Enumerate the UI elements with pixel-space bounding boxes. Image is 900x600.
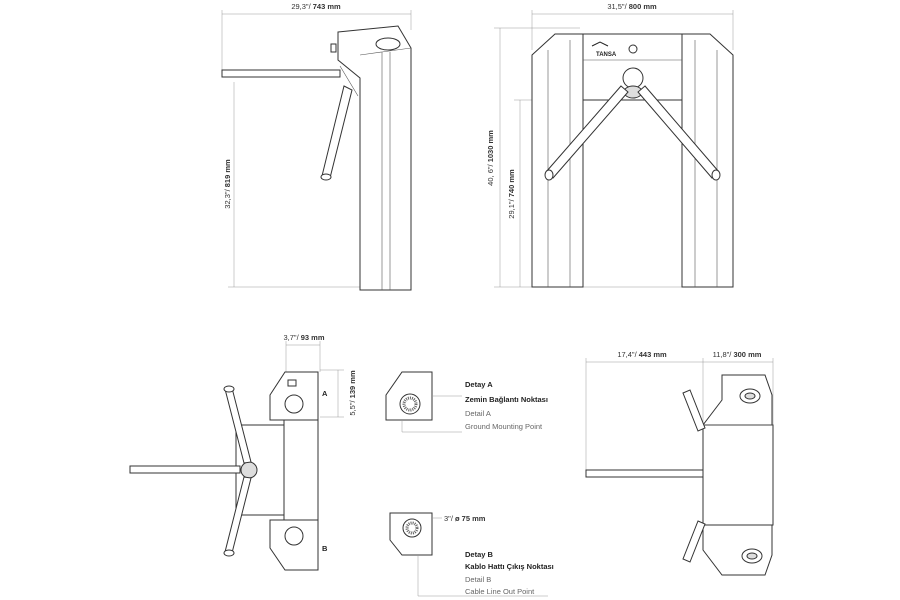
arm-cap <box>544 169 554 181</box>
side-view: 29,3"/ 743 mm 32,3"/ 819 mm <box>221 2 412 291</box>
base-left-metric: 443 mm <box>639 350 667 359</box>
front-right-arm <box>637 85 720 179</box>
cable-hole <box>405 521 419 535</box>
base-cabinet <box>702 424 774 526</box>
side-cabinet <box>337 25 412 291</box>
detail-b-title: Detay B <box>465 550 494 559</box>
mount-hole-inner <box>744 392 756 400</box>
front-height-imperial: 40, 6" <box>486 166 495 186</box>
top-width-dimension: 3,7"/ 93 mm <box>283 333 324 342</box>
detail-a-title: Detay A <box>465 380 493 389</box>
side-horizontal-arm <box>221 69 341 78</box>
front-width-dimension: 31,5"/ 800 mm <box>607 2 657 11</box>
front-height-metric: 1030 mm <box>486 130 495 162</box>
front-rotor-hub <box>622 67 644 89</box>
front-height-dimension: 40, 6"/ 1030 mm <box>486 130 495 186</box>
front-width-imperial: 31,5" <box>607 2 625 11</box>
side-width-imperial: 29,3" <box>291 2 309 11</box>
top-width-imperial: 3,7" <box>283 333 296 342</box>
plate-slot <box>287 379 297 387</box>
top-cabinet <box>283 419 319 521</box>
arm-cap <box>223 549 235 557</box>
base-arm-lower <box>682 520 706 563</box>
side-diagonal-arm <box>321 85 353 179</box>
detail-b-imperial: 3" <box>444 514 451 523</box>
top-view: 3,7"/ 93 mm 5,5"/ 139 mm A B <box>129 333 357 571</box>
detail-a-subtitle-en: Ground Mounting Point <box>465 422 543 431</box>
top-side-metric: 139 mm <box>348 370 357 398</box>
front-left-arm <box>545 85 629 179</box>
side-width-dimension: 29,3"/ 743 mm <box>291 2 341 11</box>
side-width-metric: 743 mm <box>313 2 341 11</box>
side-height-imperial: 32,3" <box>223 191 232 209</box>
side-height-dimension: 32,3"/ 819 mm <box>223 159 232 209</box>
front-arm-height-metric: 740 mm <box>507 169 516 197</box>
top-width-metric: 93 mm <box>301 333 325 342</box>
arm-cap <box>320 173 332 181</box>
front-view: 31,5"/ 800 mm 40, 6"/ 1030 mm 29,1"/ 740… <box>486 2 734 288</box>
base-mount-lower <box>702 524 773 576</box>
detail-b-title-en: Detail B <box>465 575 491 584</box>
top-horizontal-arm <box>129 465 241 474</box>
front-indicator-light <box>628 44 638 54</box>
base-right-imperial: 11,8" <box>713 350 730 359</box>
front-arm-height-dimension: 29,1"/ 740 mm <box>507 169 516 219</box>
detail-b-dimension: 3"/ ø 75 mm <box>444 514 486 523</box>
detail-b-subtitle-en: Cable Line Out Point <box>465 587 535 596</box>
base-left-imperial: 17,4" <box>617 350 635 359</box>
mount-hole <box>284 526 304 546</box>
side-top-sensor <box>375 37 401 51</box>
side-height-metric: 819 mm <box>223 159 232 187</box>
detail-a-title-en: Detail A <box>465 409 491 418</box>
arm-cap <box>223 385 235 393</box>
detail-b: 3"/ ø 75 mm Detay B Kablo Hattı Çıkış No… <box>389 512 554 597</box>
detail-b-subtitle-tr: Kablo Hattı Çıkış Noktası <box>465 562 554 571</box>
bolt-hole <box>402 396 418 412</box>
arm-cap <box>711 169 721 181</box>
base-arm-upper <box>682 389 706 432</box>
mount-hole-inner <box>746 552 758 560</box>
side-lock <box>330 43 337 53</box>
marker-a: A <box>322 389 328 398</box>
marker-b: B <box>322 544 328 553</box>
base-view: 17,4"/ 443 mm 11,8"/ 300 mm <box>585 350 774 576</box>
brand-crown-icon <box>591 41 609 47</box>
detail-a: Detay A Zemin Bağlantı Noktası Detail A … <box>385 371 548 433</box>
base-right-metric: 300 mm <box>733 350 761 359</box>
top-rotor <box>240 461 258 479</box>
top-side-imperial: 5,5" <box>348 402 357 415</box>
front-brand-logo: TANSA <box>596 52 617 58</box>
front-width-metric: 800 mm <box>629 2 657 11</box>
base-horizontal-arm <box>585 469 704 478</box>
base-right-dimension: 11,8"/ 300 mm <box>713 350 762 359</box>
front-arm-height-imperial: 29,1" <box>507 201 516 219</box>
base-left-dimension: 17,4"/ 443 mm <box>617 350 667 359</box>
top-side-dimension: 5,5"/ 139 mm <box>348 370 357 416</box>
base-mount-upper <box>701 374 773 426</box>
mount-hole <box>284 394 304 414</box>
detail-b-metric: ø 75 mm <box>455 514 486 523</box>
detail-a-subtitle-tr: Zemin Bağlantı Noktası <box>465 395 548 404</box>
